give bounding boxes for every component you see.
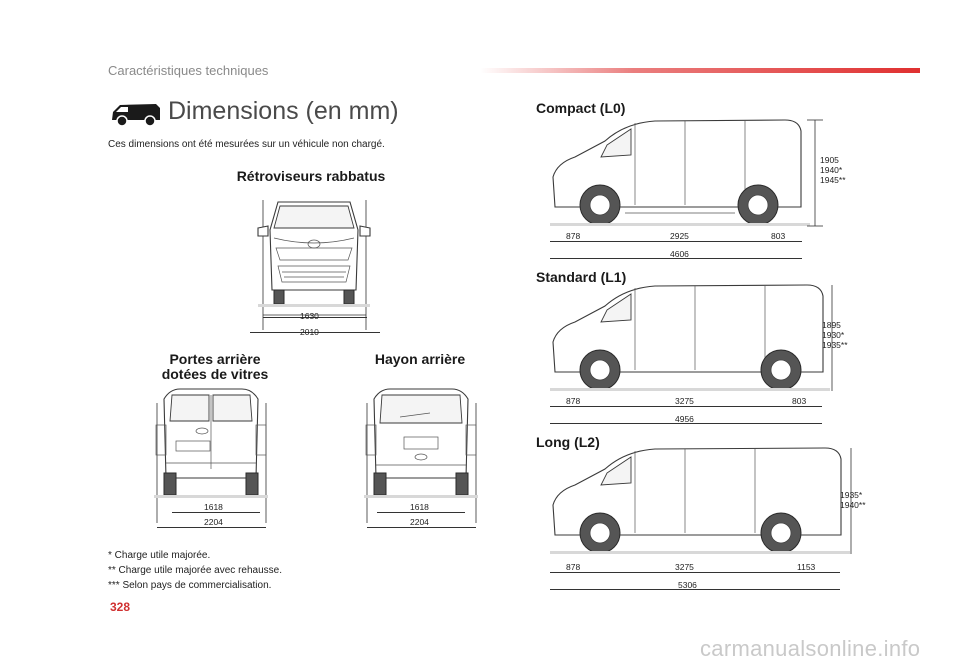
standard-length: 4956 [675, 414, 694, 424]
long-segment-line [550, 572, 840, 573]
long-side-diagram [550, 447, 852, 554]
compact-length-line [550, 258, 802, 259]
rear-doors-width-inner-line [172, 512, 260, 513]
long-length-line [550, 589, 840, 590]
standard-height-1: 1895 [822, 320, 841, 330]
header-accent-line [480, 68, 920, 73]
rear-doors-diagram [154, 388, 268, 523]
standard-side-diagram [550, 284, 833, 391]
page-number: 328 [110, 600, 131, 614]
front-view-heading: Rétroviseurs rabbatus [236, 168, 386, 184]
compact-length: 4606 [670, 249, 689, 259]
rear-doors-width-outer-line [157, 527, 266, 528]
compact-height-1: 1905 [820, 155, 839, 165]
front-width-outer: 2010 [300, 327, 319, 337]
compact-wheelbase: 2925 [670, 231, 689, 241]
compact-overhang-front: 878 [566, 231, 581, 241]
rear-doors-width-inner: 1618 [204, 502, 223, 512]
standard-wheelbase: 3275 [675, 396, 694, 406]
tailgate-width-inner: 1618 [410, 502, 429, 512]
standard-height-2: 1930* [822, 330, 845, 340]
tailgate-width-inner-line [377, 512, 465, 513]
standard-segment-line [550, 406, 822, 407]
compact-segment-line [550, 241, 802, 242]
front-width-inner: 1630 [300, 311, 319, 321]
standard-heading: Standard (L1) [536, 269, 627, 285]
section-title: Caractéristiques techniques [108, 63, 269, 78]
standard-height-3: 1935** [822, 340, 848, 350]
watermark: carmanualsonline.info [700, 636, 921, 661]
long-overhang-front: 878 [566, 562, 581, 572]
long-wheelbase: 3275 [675, 562, 694, 572]
compact-heading: Compact (L0) [536, 100, 626, 116]
long-height-1: 1935* [840, 490, 863, 500]
tailgate-width-outer: 2204 [410, 517, 429, 527]
tailgate-diagram [364, 388, 478, 523]
rear-doors-heading-line2: dotées de vitres [161, 366, 269, 382]
rear-doors-width-outer: 2204 [204, 517, 223, 527]
front-view-diagram [257, 200, 371, 330]
tailgate-heading: Hayon arrière [374, 351, 466, 367]
note-3: *** Selon pays de commercialisation. [108, 580, 272, 591]
compact-side-diagram [550, 119, 823, 227]
front-width-inner-line [263, 317, 367, 318]
note-1: * Charge utile majorée. [108, 550, 211, 561]
compact-height-3: 1945** [820, 175, 846, 185]
intro-text: Ces dimensions ont été mesurées sur un v… [108, 139, 385, 150]
rear-doors-heading-line1: Portes arrière [169, 351, 261, 367]
long-heading: Long (L2) [536, 434, 600, 450]
long-height-2: 1940** [840, 500, 866, 510]
compact-overhang-rear: 803 [771, 231, 786, 241]
long-overhang-rear: 1153 [797, 562, 816, 572]
note-2: ** Charge utile majorée avec rehausse. [108, 565, 282, 576]
standard-overhang-front: 878 [566, 396, 581, 406]
page-title: Dimensions (en mm) [168, 97, 399, 125]
standard-length-line [550, 423, 822, 424]
compact-height-2: 1940* [820, 165, 843, 175]
standard-overhang-rear: 803 [792, 396, 807, 406]
front-width-outer-line [250, 332, 380, 333]
van-icon [112, 104, 160, 127]
tailgate-width-outer-line [367, 527, 476, 528]
long-length: 5306 [678, 580, 697, 590]
